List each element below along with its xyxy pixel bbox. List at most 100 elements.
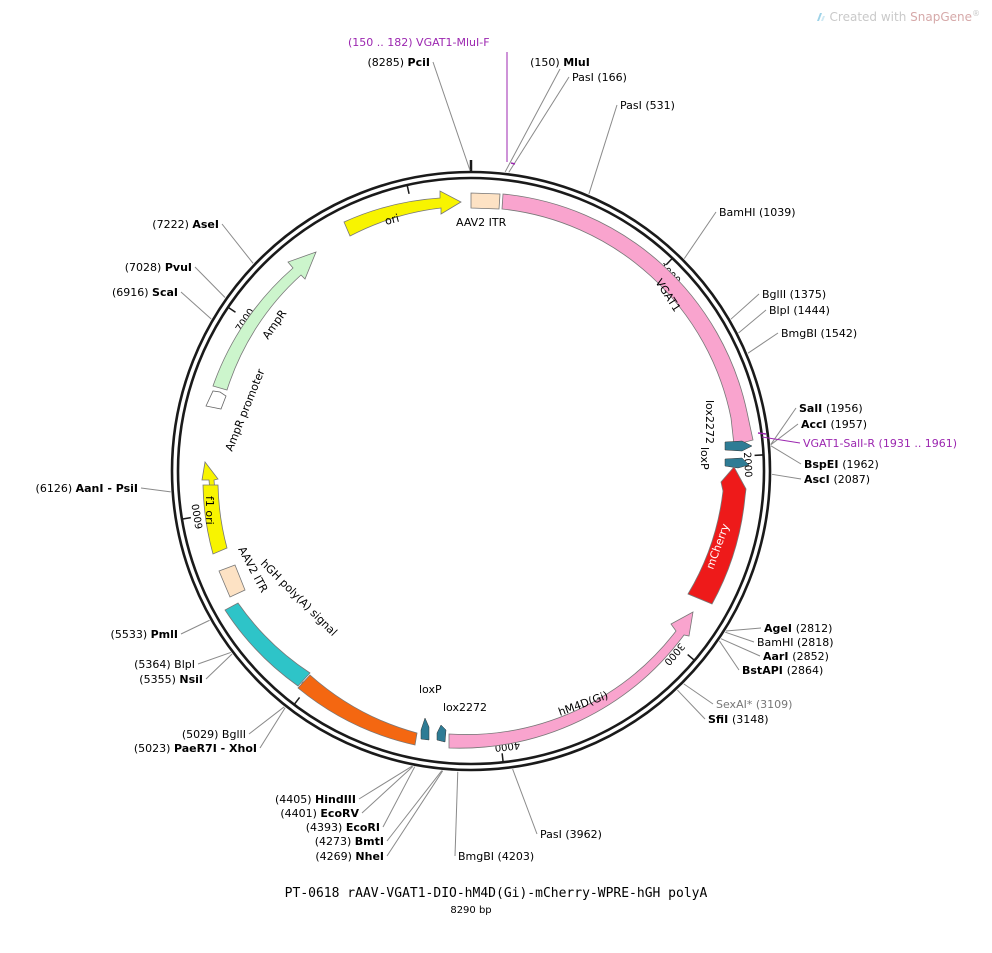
primer-vgat1-mlui-f-label: (150 .. 182) VGAT1-MluI-F (348, 36, 490, 49)
site-leader (454, 771, 459, 857)
site-leader (508, 76, 570, 173)
site-label: BlpI (1444) (769, 304, 830, 317)
site-label-part: (4405) (275, 793, 315, 806)
watermark-brand: SnapGene (910, 10, 972, 24)
site-label: (4269) NheI (315, 850, 384, 863)
site-label-part: BmtI (355, 835, 384, 848)
site-label-part: ScaI (152, 286, 178, 299)
site-label: (5533) PmlI (111, 628, 178, 641)
ruler-ticks: 10002000300040005000600070008000 (181, 184, 764, 763)
site-label: BmgBI (4203) (458, 850, 534, 863)
site-label-part: BamHI (719, 206, 759, 219)
site-leader (770, 407, 797, 445)
label-lox2272-bottom: lox2272 (443, 701, 487, 714)
feature-mcherry-arrow (687, 466, 747, 605)
site-label-part: (2818) (797, 636, 834, 649)
site-leader (504, 68, 561, 173)
site-leader (180, 291, 212, 320)
site-label: (5364) BlpI (134, 658, 195, 671)
site-label: (5023) PaeR7I - XhoI (134, 742, 257, 755)
site-label-part: AseI (192, 218, 219, 231)
backbone (170, 160, 772, 772)
primer-vgat1-sali-r-mark (757, 432, 767, 435)
feature-hgh-polya-box (224, 602, 311, 687)
site-leader (747, 332, 779, 354)
tick-mark (181, 516, 191, 520)
site-label: PasI (3962) (540, 828, 602, 841)
site-label-part: HindIII (315, 793, 356, 806)
site-label-part: SfiI (708, 713, 732, 726)
site-label-part: (7222) (152, 218, 192, 231)
label-loxp-right: loxP (698, 447, 711, 470)
site-leader (770, 423, 799, 446)
site-leader (683, 683, 714, 705)
site-label-part: (5355) (139, 673, 179, 686)
site-leader (683, 211, 717, 259)
label-loxp-bottom: loxP (419, 683, 442, 696)
site-label-part: (5029) (182, 728, 222, 741)
site-label-part: AarI (763, 650, 792, 663)
tick-mark (406, 184, 410, 194)
site-label-part: (1444) (793, 304, 830, 317)
site-label: BstAPI (2864) (742, 664, 823, 677)
site-label: PasI (166) (572, 71, 627, 84)
site-label-part: (1039) (759, 206, 796, 219)
feature-wpre-box (297, 674, 418, 746)
site-leader (197, 651, 231, 665)
site-label-part: AscI (804, 473, 834, 486)
site-leader (725, 627, 762, 632)
site-label: SalI (1956) (799, 402, 863, 415)
site-label: BspEI (1962) (804, 458, 879, 471)
site-label-part: (6916) (112, 286, 152, 299)
feature-lox2272-bottom-small (436, 724, 447, 743)
site-label-part: (1542) (821, 327, 858, 340)
site-label-part: BmgBI (781, 327, 821, 340)
site-label-part: (1962) (842, 458, 879, 471)
site-label: (7028) PvuI (125, 261, 192, 274)
primer-vgat1-mlui-f-mark (510, 162, 516, 165)
site-label-part: (5023) (134, 742, 174, 755)
site-label: (8285) PciI (367, 56, 430, 69)
site-label-part: (8285) (367, 56, 407, 69)
site-label-part: BglII (762, 288, 790, 301)
site-label-part: (4393) (306, 821, 346, 834)
site-leader (725, 631, 755, 643)
site-leader (588, 104, 618, 195)
site-label-part: PmlI (151, 628, 178, 641)
label-f1-ori: f1 ori (203, 496, 216, 525)
site-leader (382, 766, 416, 828)
site-leader (386, 770, 443, 842)
site-leader (358, 765, 413, 800)
site-label-part: PasI (572, 71, 597, 84)
label-hgh-polya: hGH poly(A) signal (258, 557, 340, 639)
site-label-part: (3962) (565, 828, 602, 841)
watermark-prefix: Created with (829, 10, 911, 24)
site-label: SexAI* (3109) (716, 698, 792, 711)
feature-hm4dgi-arrow (448, 611, 694, 749)
snapgene-watermark: Created with SnapGene® (816, 9, 980, 24)
feature-loxp-bottom-small (420, 717, 430, 741)
site-leader (194, 266, 226, 298)
site-label-part: BmgBI (458, 850, 498, 863)
site-label-part: PvuI (165, 261, 192, 274)
site-label: (5355) NsiI (139, 673, 203, 686)
snapgene-logo-icon (816, 13, 825, 21)
feature-lox2272-right-small (724, 440, 753, 452)
backbone-inner-circle (176, 176, 766, 766)
site-label-part: (4401) (280, 807, 320, 820)
site-label-part: AccI (801, 418, 830, 431)
features (201, 190, 754, 749)
site-label-part: (150) (530, 56, 563, 69)
site-label-part: (1957) (830, 418, 867, 431)
site-label: (150) MluI (530, 56, 590, 69)
site-label-part: (5533) (111, 628, 151, 641)
site-leader (205, 653, 233, 680)
tick-mark (665, 257, 673, 266)
site-label-part: AgeI (764, 622, 796, 635)
site-leader (771, 473, 802, 480)
site-leader-lines (140, 61, 802, 857)
site-label-part: (4273) (315, 835, 355, 848)
feature-ampr-arrow (212, 251, 317, 391)
tick-mark (501, 753, 504, 763)
